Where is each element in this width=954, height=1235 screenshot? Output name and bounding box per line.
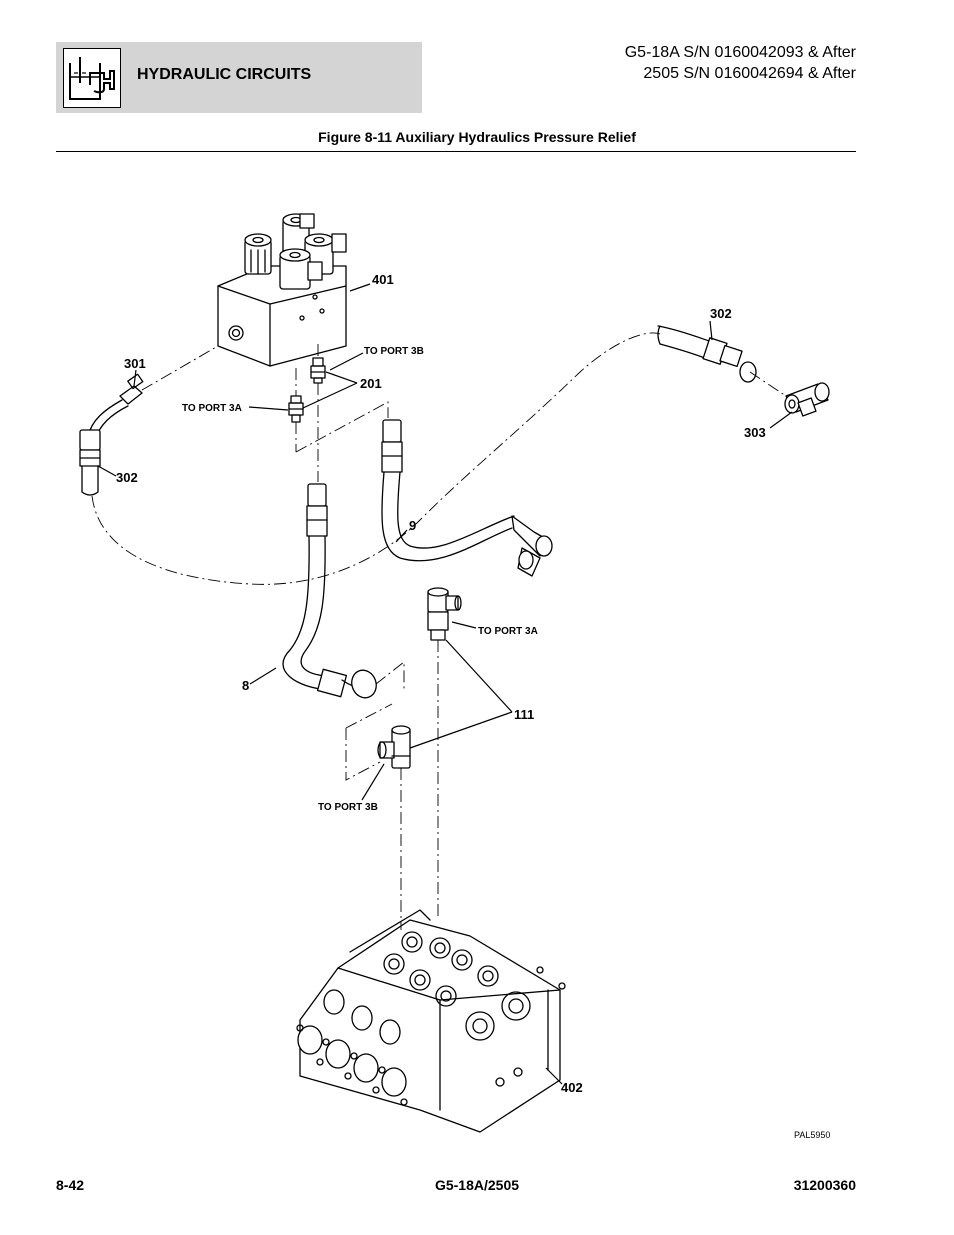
leader-port3a-mid [451,621,477,629]
leader-402 [545,1067,563,1085]
leader-303 [769,411,793,429]
figure-code: PAL5950 [794,1130,830,1140]
leader-port3b-top [329,352,364,371]
callout-401: 401 [372,272,394,287]
leader-port3a-top [248,406,289,411]
fitting-303 [784,382,830,417]
figure-title: Figure 8-11 Auxiliary Hydraulics Pressur… [318,129,636,145]
serial-line-2: 2505 S/N 0160042694 & After [643,65,856,82]
label-port-3b-top: TO PORT 3B [364,346,424,357]
serial-line-1: G5-18A S/N 0160042093 & After [624,44,856,61]
callout-9: 9 [409,518,416,533]
fitting-201-lower [288,395,304,423]
hose-8 [282,483,377,699]
leader-111b [409,711,513,749]
control-valve-402 [296,909,566,1133]
serial-info: G5-18A S/N 0160042093 & After 2505 S/N 0… [625,42,856,84]
hose-301 [79,373,144,467]
leader-301 [133,369,137,387]
callout-302-left: 302 [116,470,138,485]
callout-402: 402 [561,1080,583,1095]
leader-302-right [709,320,713,341]
leader-111a [445,639,513,713]
callout-301: 301 [124,356,146,371]
callout-302-right: 302 [710,306,732,321]
centerline-302 [91,332,661,585]
label-port-3a-mid: TO PORT 3A [478,626,538,637]
leader-8 [249,667,277,685]
hose-9 [381,419,553,577]
leader-201a [325,371,358,384]
fitting-201-upper [310,357,326,384]
footer-model: G5-18A/2505 [434,1177,520,1193]
label-port-3b-bottom: TO PORT 3B [318,802,378,813]
leader-201b [302,382,358,409]
footer-doc-number: 31200360 [793,1177,856,1193]
fitting-111-lower [377,725,411,769]
label-port-3a-top: TO PORT 3A [182,403,242,414]
hydraulic-tank-icon [63,48,121,108]
footer-page-number: 8-42 [56,1177,85,1193]
relief-valve-block-401 [217,213,347,367]
section-title: HYDRAULIC CIRCUITS [137,66,312,83]
callout-111: 111 [514,707,534,722]
fitting-111-upper [427,587,462,641]
leader-port3b-bottom [361,763,385,801]
callout-201: 201 [360,376,382,391]
centerline-301 [141,345,219,391]
hose-302-left [81,465,99,496]
leader-302-left [97,465,117,477]
leader-9 [395,529,408,543]
leader-401 [349,283,371,292]
callout-8: 8 [242,678,249,693]
header-rule [56,151,856,152]
hose-302-right [657,325,757,383]
callout-303: 303 [744,425,766,440]
centerline-303 [749,371,787,397]
